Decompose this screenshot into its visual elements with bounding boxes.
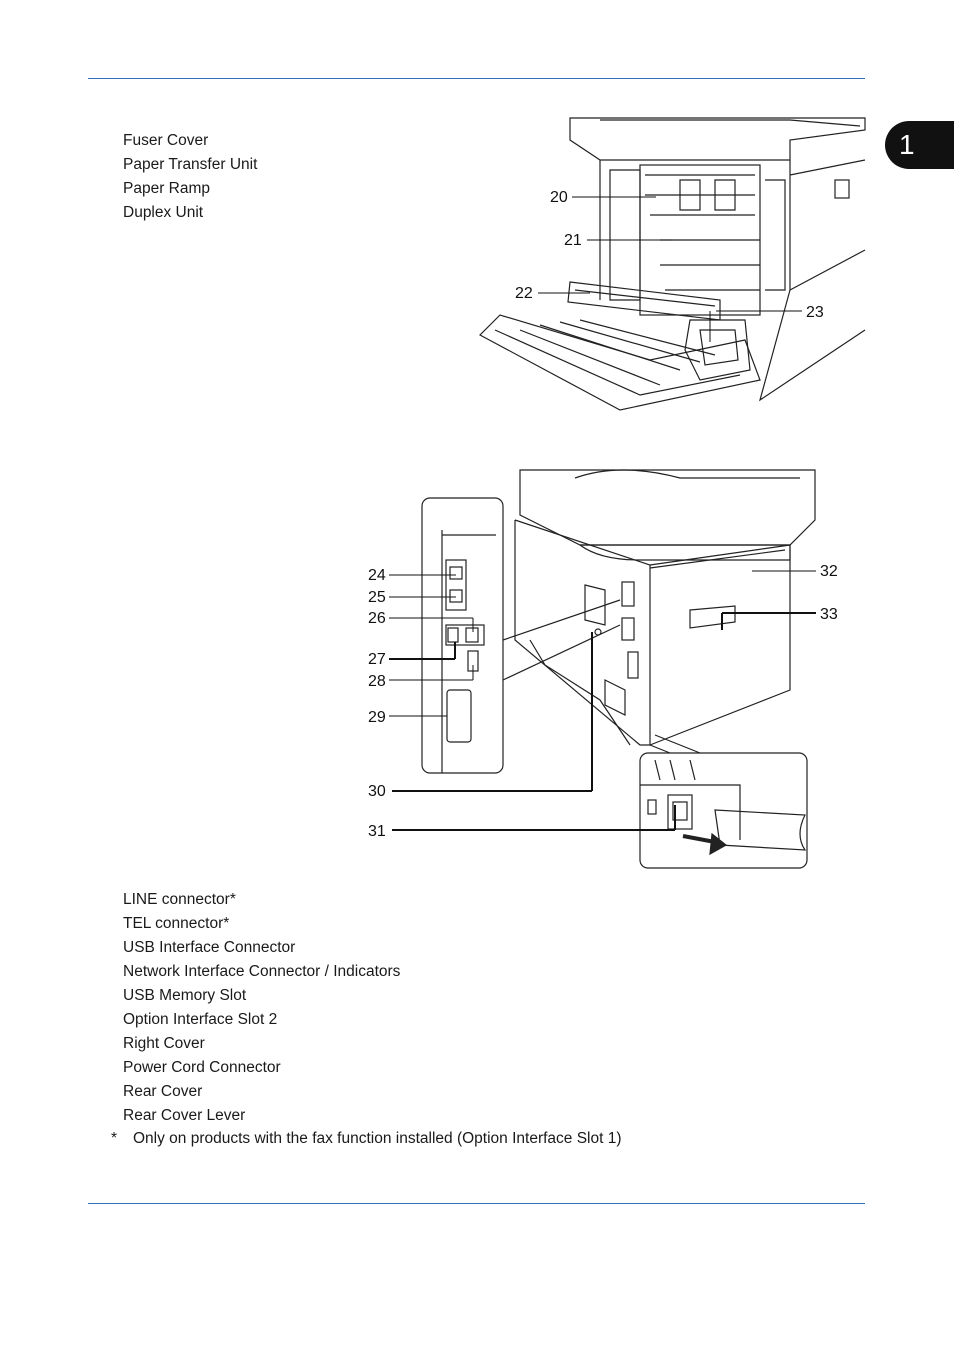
rear-open-illustration (479, 117, 866, 411)
callout-20: 20 (550, 189, 568, 206)
rear-view-illustration (514, 469, 816, 746)
power-panel (639, 734, 808, 869)
chapter-number: 1 (899, 129, 915, 160)
part-right-cover: Right Cover (123, 1035, 205, 1052)
part-rear-cover: Rear Cover (123, 1083, 203, 1100)
part-network-interface-connector: Network Interface Connector / Indicators (123, 963, 401, 980)
footer-rule (88, 1203, 865, 1204)
footnote-text: Only on products with the fax function i… (133, 1130, 622, 1147)
callout-33: 33 (820, 606, 838, 623)
callout-27: 27 (368, 651, 386, 668)
top-leaders (538, 196, 802, 342)
callout-32: 32 (820, 563, 838, 580)
part-rear-cover-lever: Rear Cover Lever (123, 1107, 246, 1124)
callout-28: 28 (368, 673, 386, 690)
bottom-parts-list: LINE connector* TEL connector* USB Inter… (123, 888, 400, 1128)
part-paper-transfer-unit: Paper Transfer Unit (123, 156, 258, 173)
callout-29: 29 (368, 709, 386, 726)
footnote-mark: * (111, 1130, 118, 1147)
part-tel-connector: TEL connector* (123, 915, 230, 932)
header-rule (88, 78, 865, 79)
footnote: * Only on products with the fax function … (111, 1127, 622, 1151)
callout-26: 26 (368, 610, 386, 627)
part-power-cord-connector: Power Cord Connector (123, 1059, 281, 1076)
top-parts-list: Fuser Cover Paper Transfer Unit Paper Ra… (123, 129, 257, 225)
callout-24: 24 (368, 567, 386, 584)
part-line-connector: LINE connector* (123, 891, 236, 908)
callout-30: 30 (368, 783, 386, 800)
callout-31: 31 (368, 823, 386, 840)
part-option-interface-slot-2: Option Interface Slot 2 (123, 1011, 278, 1028)
callout-25: 25 (368, 589, 386, 606)
bottom-leaders (389, 570, 816, 831)
part-duplex-unit: Duplex Unit (123, 204, 204, 221)
part-paper-ramp: Paper Ramp (123, 180, 211, 197)
chapter-tab: 1 (885, 121, 954, 169)
callout-21: 21 (564, 232, 582, 249)
part-usb-interface-connector: USB Interface Connector (123, 939, 296, 956)
part-usb-memory-slot: USB Memory Slot (123, 987, 247, 1004)
callout-23: 23 (806, 304, 824, 321)
callout-22: 22 (515, 285, 533, 302)
part-fuser-cover: Fuser Cover (123, 132, 209, 149)
connector-panel (421, 497, 621, 774)
